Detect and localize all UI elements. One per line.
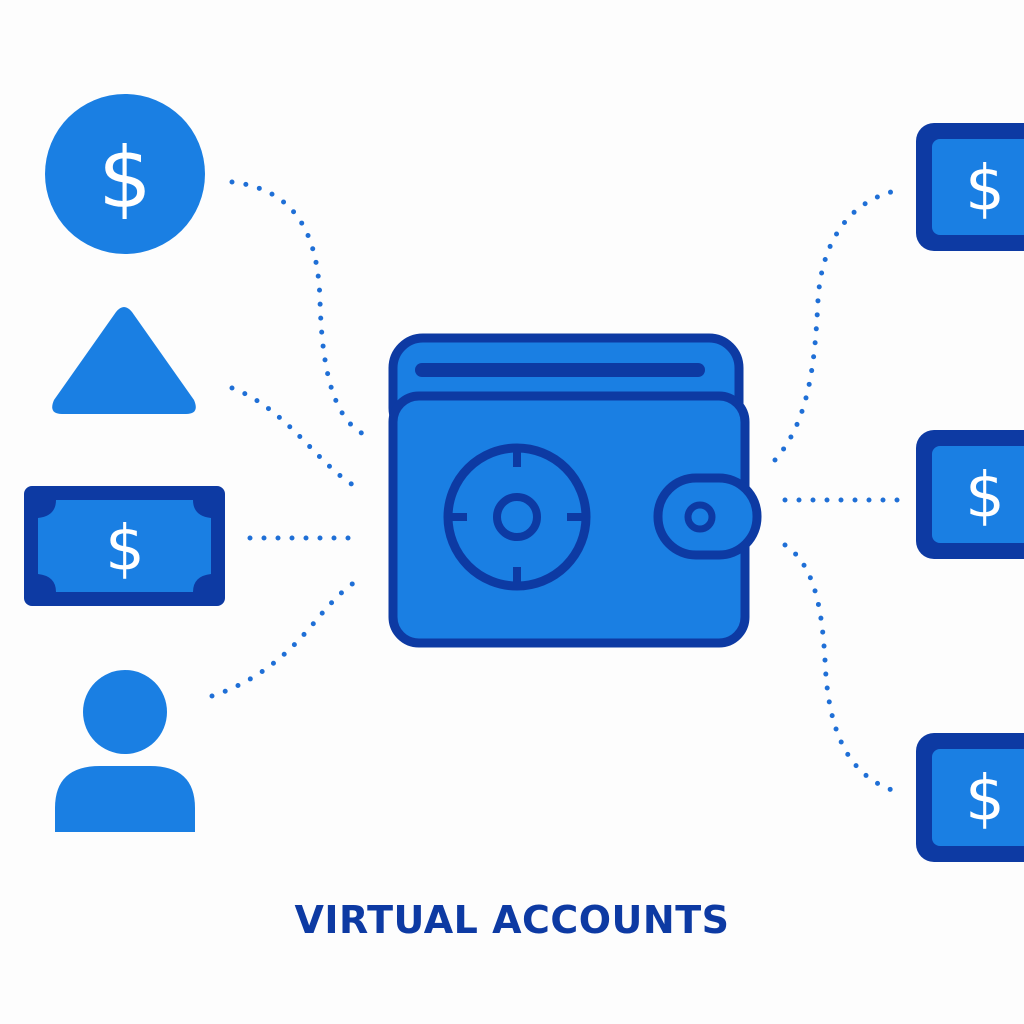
dollar-coin-icon: $: [45, 94, 205, 254]
account-card-icon: $: [916, 733, 1024, 862]
account-1-dollar-symbol: $: [965, 152, 1004, 225]
banknote-icon: $: [24, 486, 225, 606]
banknote-dollar-symbol: $: [105, 512, 144, 585]
account-card-icon: $: [916, 123, 1024, 251]
connector-user: [209, 575, 365, 699]
connector-account-1: [772, 187, 903, 463]
source-connectors: [209, 179, 368, 699]
triangle-icon: [52, 307, 196, 414]
account-3-dollar-symbol: $: [965, 762, 1004, 835]
connector-coin: [229, 179, 368, 438]
wallet-target-icon: [443, 443, 591, 591]
wallet-clasp-icon: [653, 473, 762, 560]
diagram-caption: VIRTUAL ACCOUNTS: [294, 898, 730, 942]
account-2-dollar-symbol: $: [965, 459, 1004, 532]
wallet-icon: [388, 333, 762, 648]
user-icon: [55, 670, 195, 832]
destination-connectors: [772, 187, 903, 793]
account-card-icon: $: [916, 430, 1024, 559]
connector-account-3: [782, 542, 895, 793]
connector-triangle: [229, 385, 365, 493]
coin-dollar-symbol: $: [98, 129, 151, 227]
